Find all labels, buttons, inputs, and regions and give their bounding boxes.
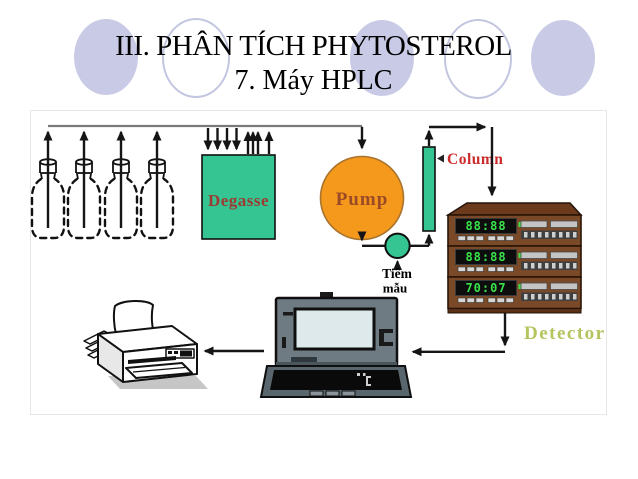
laptop-screen bbox=[293, 307, 376, 351]
slide-title-line1: III. PHÂN TÍCH PHYTOSTEROL bbox=[115, 30, 512, 62]
diagram-image-border bbox=[30, 110, 607, 415]
pump-to-column-pipes bbox=[357, 231, 434, 248]
column-label: Column bbox=[447, 151, 503, 168]
solvent-bottle bbox=[139, 158, 175, 240]
detector-rack: 88:88 bbox=[445, 202, 583, 314]
detector-unit: 88:88 bbox=[447, 245, 582, 278]
printer bbox=[83, 300, 208, 389]
degasser-box bbox=[201, 154, 276, 240]
injector-label-line2: mẫu bbox=[383, 281, 408, 296]
laptop-computer bbox=[259, 292, 413, 398]
column-to-detector-pipes bbox=[424, 122, 497, 197]
deco-circle-5 bbox=[531, 20, 595, 96]
detector-display: 88:88 bbox=[465, 219, 506, 233]
deco-circle-4 bbox=[444, 19, 512, 99]
deco-circle-1 bbox=[74, 19, 138, 95]
deco-circle-3 bbox=[350, 20, 414, 96]
bottle-tube-arrows bbox=[43, 130, 162, 228]
column-pointer-icon bbox=[437, 154, 444, 163]
detector-unit: 88:88 bbox=[447, 214, 582, 247]
laptop-keyboard bbox=[270, 370, 402, 390]
printer-output-tray bbox=[125, 362, 193, 379]
slide-title-line2: 7. Máy HPLC bbox=[234, 64, 393, 96]
pump-label: Pump bbox=[336, 189, 389, 210]
solvent-bottles bbox=[30, 158, 175, 240]
degasser-inlet-arrows bbox=[203, 128, 241, 151]
detector-unit: 70:07 bbox=[447, 276, 582, 310]
degasser-outlet-arrows bbox=[243, 131, 274, 154]
hplc-column bbox=[422, 146, 436, 232]
injector-valve bbox=[384, 232, 411, 260]
degasser-label: Degasse bbox=[208, 191, 269, 210]
deco-circle-2 bbox=[162, 18, 230, 98]
detector-display: 70:07 bbox=[465, 281, 506, 295]
detector-display: 88:88 bbox=[465, 250, 506, 264]
slide-title: III. PHÂN TÍCH PHYTOSTEROL 7. Máy HPLC bbox=[0, 30, 627, 97]
printer-paper bbox=[112, 300, 155, 335]
injector-label-line1: Tiêm bbox=[382, 266, 413, 281]
detector-label: Detector bbox=[524, 323, 606, 344]
